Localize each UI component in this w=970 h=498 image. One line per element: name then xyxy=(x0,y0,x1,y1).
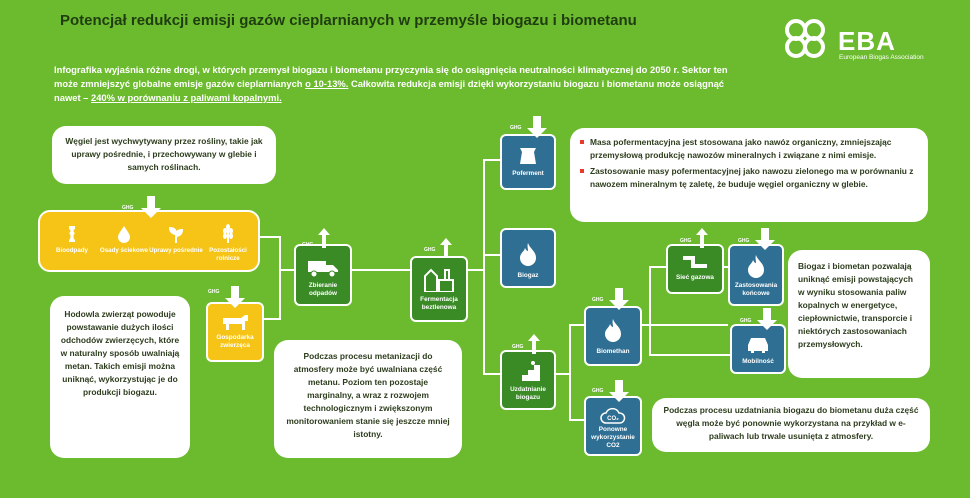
ghg-label: GHG xyxy=(302,242,314,248)
intro-highlight-2: 240% w porównaniu z paliwami kopalnymi. xyxy=(91,92,282,103)
ghg-label: GHG xyxy=(510,125,522,131)
stairs-upgrade-icon xyxy=(516,361,540,381)
ghg-label: GHG xyxy=(512,344,524,350)
ghg-arrow-down-icon xyxy=(609,380,629,402)
node-waste-collection: Zbieranie odpadów xyxy=(294,244,352,306)
flame-icon xyxy=(520,243,536,266)
ghg-arrow-down-icon xyxy=(757,308,777,330)
carbon-capture-text: Węgiel jest wychwytywany przez rośliny, … xyxy=(65,136,263,172)
sprout-icon xyxy=(168,226,184,243)
co2-text: Podczas procesu uzdatniania biogazu do b… xyxy=(663,405,919,441)
node-fermentation: Fermentacja beztlenowa xyxy=(410,256,468,322)
co2-cloud-icon: CO₂ xyxy=(600,407,626,424)
logo-name: EBA xyxy=(838,26,896,56)
node-biogas: Biogaz xyxy=(500,228,556,288)
logo-subtitle: European Biogas Association xyxy=(839,54,924,61)
ghg-label: GHG xyxy=(680,238,692,244)
digestate-text-2: Zastosowanie masy pofermentacyjnej jako … xyxy=(580,165,918,191)
eba-logo-icon xyxy=(785,19,825,58)
node-co2-reuse: CO₂ Ponowne wykorzystanie CO2 xyxy=(584,396,642,456)
feedstock-item-pozostalosci: Pozostałości rolnicze xyxy=(200,224,256,263)
ghg-arrow-down-icon xyxy=(755,228,775,250)
feedstock-item-osady: Osady ściekowe xyxy=(96,224,152,255)
node-livestock: Gospodarka zwierzęca xyxy=(206,302,264,362)
ghg-label: GHG xyxy=(122,205,134,211)
cow-icon xyxy=(223,315,248,330)
digestate-text-1: Masa pofermentacyjna jest stosowana jako… xyxy=(580,136,918,162)
page-title: Potencjał redukcji emisji gazów cieplarn… xyxy=(60,12,637,29)
methanization-text: Podczas procesu metanizacji do atmosfery… xyxy=(286,351,450,439)
flame-icon xyxy=(605,319,621,342)
co2-icon-text: CO₂ xyxy=(607,416,619,422)
ghg-label: GHG xyxy=(208,289,220,295)
intro-highlight-1: o 10-13%. xyxy=(305,78,349,89)
digester-plant-icon xyxy=(424,268,454,292)
feedstock-item-bioodpady: Bioodpady xyxy=(44,224,100,255)
ghg-arrow-up-icon xyxy=(318,228,330,248)
ghg-label: GHG xyxy=(738,238,750,244)
co2-card: Podczas procesu uzdatniania biogazu do b… xyxy=(652,398,930,452)
node-end-use: Zastosowania końcowe xyxy=(728,244,784,306)
ghg-arrow-down-icon xyxy=(225,286,245,308)
node-biomethane: Biomethan xyxy=(584,306,642,366)
livestock-text: Hodowla zwierząt powoduje powstawanie du… xyxy=(60,309,180,397)
ghg-arrow-up-icon xyxy=(528,334,540,354)
node-gas-grid: Sieć gazowa xyxy=(666,244,724,294)
wheat-icon xyxy=(223,224,233,243)
apple-core-icon xyxy=(69,226,75,242)
feedstock-item-uprawy: Uprawy pośrednie xyxy=(148,224,204,255)
ghg-label: GHG xyxy=(740,318,752,324)
fertilizer-bag-icon xyxy=(520,148,536,164)
flame-icon xyxy=(748,255,764,278)
node-digestate: Poferment xyxy=(500,134,556,190)
ghg-label: GHG xyxy=(592,388,604,394)
node-upgrading: Uzdatnianie biogazu xyxy=(500,350,556,410)
ghg-label: GHG xyxy=(424,247,436,253)
ghg-arrow-down-icon xyxy=(609,288,629,310)
digestate-card: Masa pofermentacyjna jest stosowana jako… xyxy=(570,128,928,222)
carbon-capture-card: Węgiel jest wychwytywany przez rośliny, … xyxy=(52,126,276,184)
ghg-label: GHG xyxy=(592,297,604,303)
livestock-card: Hodowla zwierząt powoduje powstawanie du… xyxy=(50,296,190,458)
intro-text-2: Całkowita redukcja emisji dzięki wykorzy… xyxy=(54,78,724,103)
ghg-arrow-up-icon xyxy=(440,238,452,258)
ghg-arrow-down-icon xyxy=(141,196,161,218)
node-mobility: Mobilność xyxy=(730,324,786,374)
enduse-text: Biogaz i biometan pozwalają uniknąć emis… xyxy=(798,261,913,349)
pipe-icon xyxy=(683,256,707,268)
truck-icon xyxy=(308,261,338,278)
intro-paragraph: Infografika wyjaśnia różne drogi, w któr… xyxy=(54,63,744,105)
intro-text-1: Infografika wyjaśnia różne drogi, w któr… xyxy=(54,64,728,89)
ghg-arrow-up-icon xyxy=(696,228,708,248)
enduse-card: Biogaz i biometan pozwalają uniknąć emis… xyxy=(788,250,930,378)
sewage-drop-icon xyxy=(118,226,130,243)
car-icon xyxy=(748,338,768,353)
ghg-arrow-down-icon xyxy=(527,116,547,138)
methanization-card: Podczas procesu metanizacji do atmosfery… xyxy=(274,340,462,458)
